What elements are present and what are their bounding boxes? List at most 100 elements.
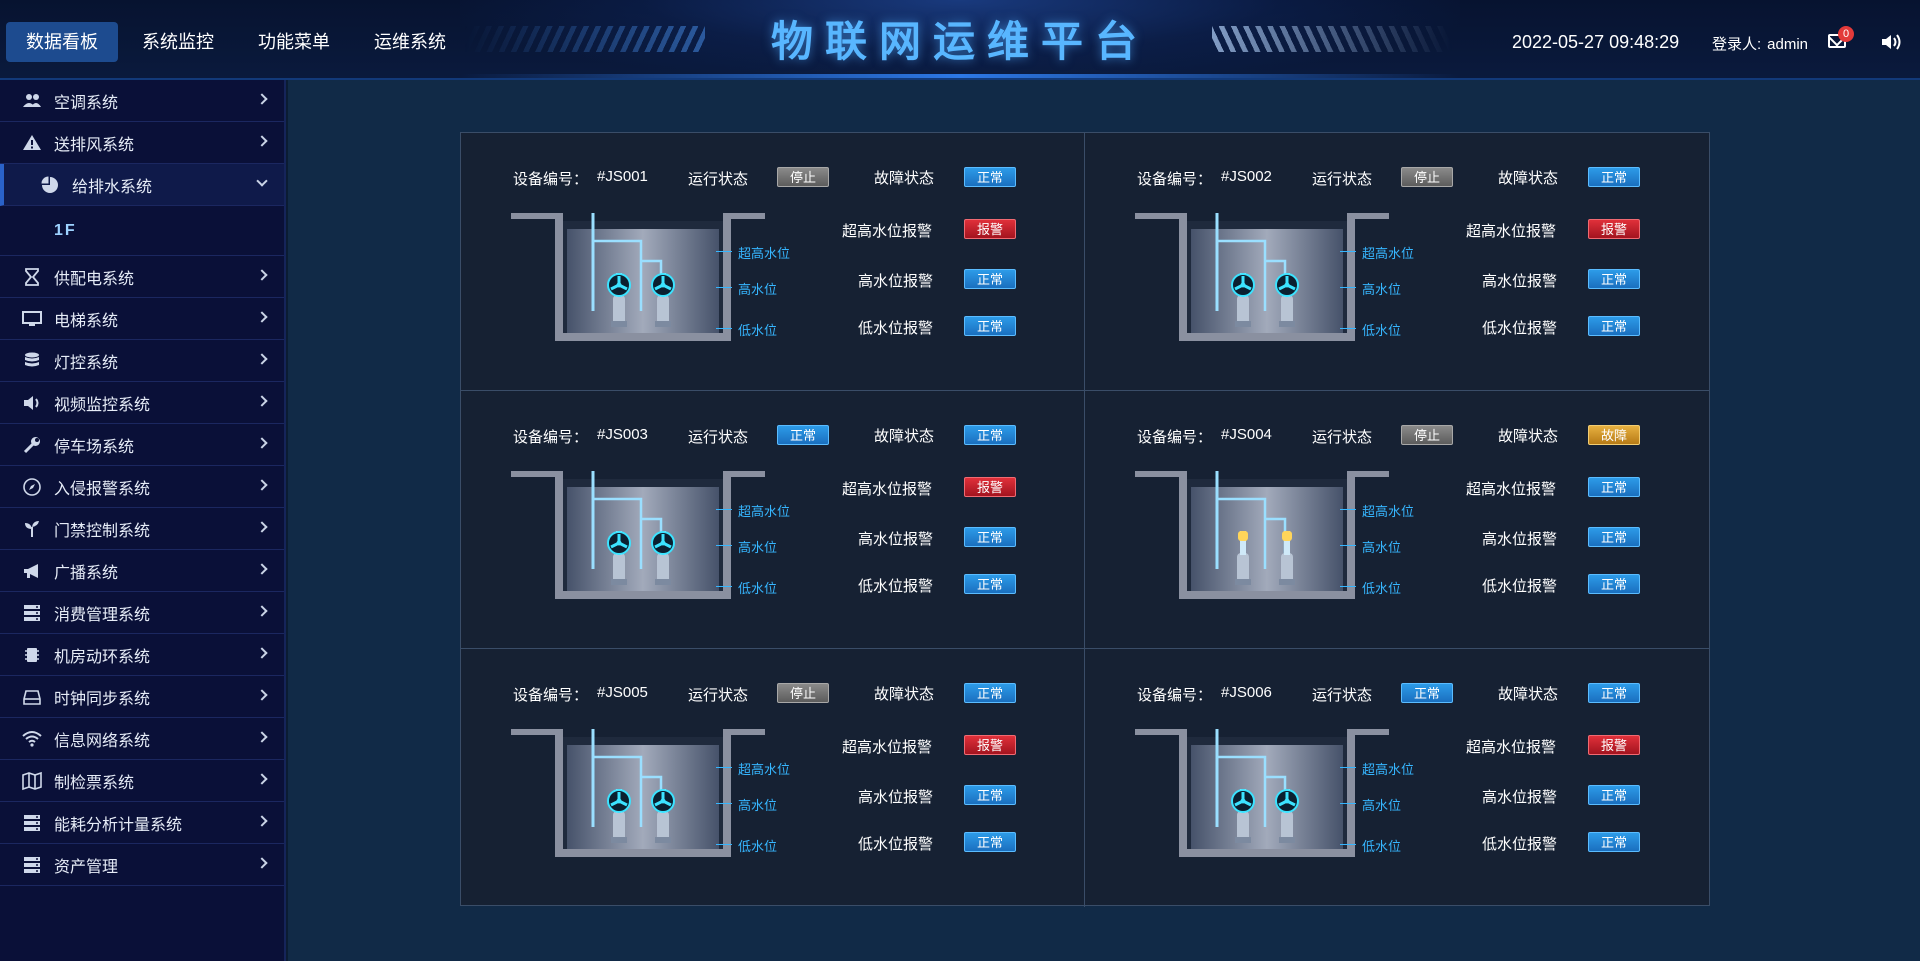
high-level-label: 高水位 [1339, 795, 1401, 814]
sidebar-item-16[interactable]: 能耗分析计量系统 [0, 802, 284, 844]
device-no-label: 设备编号： [1137, 171, 1213, 188]
low-alarm-label: 低水位报警 [1482, 578, 1558, 595]
sidebar-item-11[interactable]: 消费管理系统 [0, 592, 284, 634]
chevron-right-icon [256, 437, 268, 449]
run-status-label: 运行状态 [688, 171, 749, 188]
device-no-label: 设备编号： [513, 429, 589, 446]
monitor-icon [22, 309, 42, 329]
device-id: #JS002 [1221, 168, 1272, 185]
device-no-label: 设备编号： [1137, 429, 1213, 446]
sidebar-item-label: 视频监控系统 [54, 396, 151, 414]
device-no-label: 设备编号： [1137, 687, 1213, 704]
fault-status-label: 故障状态 [874, 428, 935, 445]
nav-item-1[interactable]: 系统监控 [142, 32, 214, 52]
sidebar-item-label: 时钟同步系统 [54, 690, 151, 708]
header-underline [460, 74, 1460, 78]
super-high-level-label: 超高水位 [1339, 759, 1414, 778]
decor-stripes-right [1212, 26, 1452, 52]
sidebar-item-5[interactable]: 灯控系统 [0, 340, 284, 382]
pump-tank-diagram [511, 461, 781, 611]
high-alarm-badge: 正常 [964, 785, 1016, 805]
sidebar-item-6[interactable]: 视频监控系统 [0, 382, 284, 424]
high-alarm-label: 高水位报警 [1482, 273, 1558, 290]
high-level-label: 高水位 [715, 795, 777, 814]
super-high-alarm-badge: 报警 [964, 219, 1016, 239]
top-header: 数据看板系统监控功能菜单运维系统 物联网运维平台 2022-05-27 09:4… [0, 0, 1920, 80]
chevron-right-icon [256, 815, 268, 827]
super-high-level-label: 超高水位 [1339, 243, 1414, 262]
speaker-icon[interactable] [1880, 32, 1904, 52]
sidebar-item-17[interactable]: 资产管理 [0, 844, 284, 886]
volume-icon [22, 393, 42, 413]
run-status-badge: 停止 [1401, 425, 1453, 445]
sidebar-item-14[interactable]: 信息网络系统 [0, 718, 284, 760]
high-alarm-badge: 正常 [1588, 527, 1640, 547]
fault-status-badge: 正常 [1588, 683, 1640, 703]
chevron-right-icon [256, 311, 268, 323]
high-level-label: 高水位 [715, 279, 777, 298]
database-icon [22, 351, 42, 371]
run-status-label: 运行状态 [1312, 429, 1373, 446]
fault-status-label: 故障状态 [874, 686, 935, 703]
chevron-right-icon [256, 395, 268, 407]
chip-icon [22, 645, 42, 665]
device-id: #JS001 [597, 168, 648, 185]
pump-tank-diagram [1135, 719, 1405, 869]
sidebar-item-12[interactable]: 机房动环系统 [0, 634, 284, 676]
sidebar-item-0[interactable]: 空调系统 [0, 80, 284, 122]
sidebar-item-3[interactable]: 供配电系统 [0, 256, 284, 298]
chevron-right-icon [256, 269, 268, 281]
fault-status-badge: 正常 [964, 683, 1016, 703]
fault-status-badge: 正常 [1588, 167, 1640, 187]
sidebar-item-label: 空调系统 [54, 94, 119, 112]
sidebar-item-label: 送排风系统 [54, 136, 135, 154]
sidebar-item-2[interactable]: 给排水系统 [0, 164, 284, 206]
low-alarm-badge: 正常 [964, 832, 1016, 852]
super-high-alarm-label: 超高水位报警 [842, 739, 933, 756]
sidebar-item-4[interactable]: 电梯系统 [0, 298, 284, 340]
server-icon [22, 855, 42, 875]
top-nav: 数据看板 系统监控 功能菜单 运维系统 [6, 22, 466, 62]
fault-status-label: 故障状态 [1498, 686, 1559, 703]
run-status-badge: 停止 [1401, 167, 1453, 187]
sidebar-item-13[interactable]: 时钟同步系统 [0, 676, 284, 718]
server-icon [22, 603, 42, 623]
sidebar-item-label: 资产管理 [54, 858, 119, 876]
run-status-badge: 停止 [777, 167, 829, 187]
pie-chart-icon [40, 175, 60, 195]
high-level-label: 高水位 [715, 537, 777, 556]
run-status-badge: 停止 [777, 683, 829, 703]
sidebar-item-1[interactable]: 送排风系统 [0, 122, 284, 164]
nav-item-3[interactable]: 运维系统 [374, 32, 446, 52]
sidebar-item-label: 机房动环系统 [54, 648, 151, 666]
sidebar-item-label: 停车场系统 [54, 438, 135, 456]
wifi-icon [22, 729, 42, 749]
low-alarm-badge: 正常 [964, 316, 1016, 336]
drive-icon [22, 687, 42, 707]
super-high-alarm-label: 超高水位报警 [1466, 739, 1557, 756]
login-user[interactable]: admin [1767, 36, 1809, 53]
low-level-label: 低水位 [715, 320, 777, 339]
sidebar-item-9[interactable]: 门禁控制系统 [0, 508, 284, 550]
sidebar-item-7[interactable]: 停车场系统 [0, 424, 284, 466]
compass-icon [22, 477, 42, 497]
device-id: #JS003 [597, 426, 648, 443]
decor-stripes-left [465, 26, 705, 52]
run-status-label: 运行状态 [688, 687, 749, 704]
login-label: 登录人: [1712, 36, 1762, 53]
sidebar-item-15[interactable]: 制检票系统 [0, 760, 284, 802]
chevron-right-icon [256, 563, 268, 575]
nav-item-2[interactable]: 功能菜单 [258, 32, 330, 52]
sidebar-item-10[interactable]: 广播系统 [0, 550, 284, 592]
run-status-badge: 正常 [777, 425, 829, 445]
sidebar-item-8[interactable]: 入侵报警系统 [0, 466, 284, 508]
sidebar-item-label: 入侵报警系统 [54, 480, 151, 498]
sidebar-subitem-2-0[interactable]: 1F [0, 206, 284, 256]
low-alarm-badge: 正常 [1588, 574, 1640, 594]
nav-item-0[interactable]: 数据看板 [6, 22, 118, 62]
